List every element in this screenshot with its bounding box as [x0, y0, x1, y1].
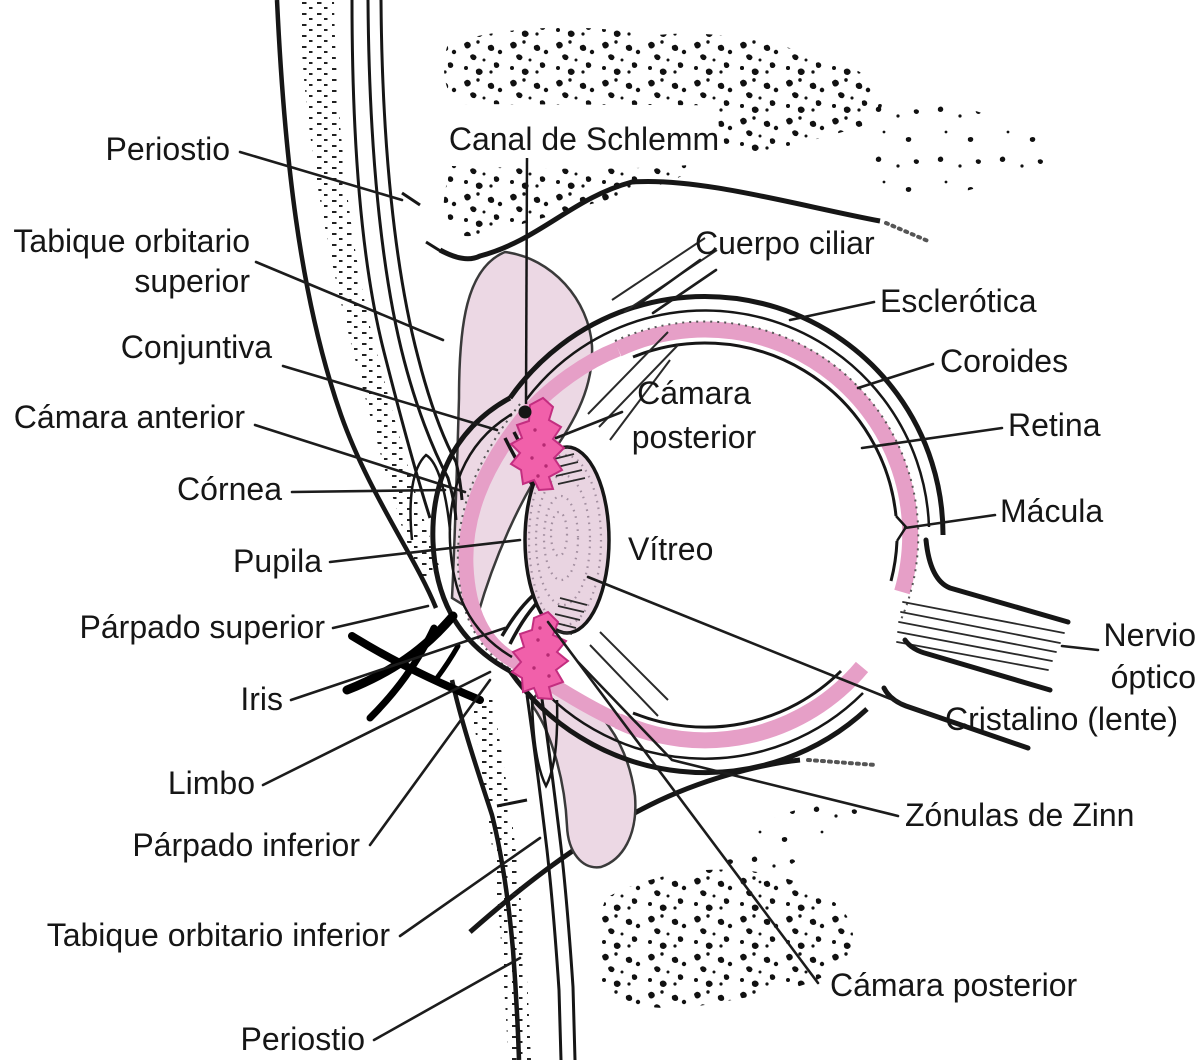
eyelashes: [342, 611, 484, 722]
label-parpado-inferior: Párpado inferior: [132, 827, 360, 863]
sclera-outer: [507, 293, 946, 536]
label-camara-anterior: Cámara anterior: [14, 399, 246, 435]
label-macula: Mácula: [1000, 493, 1103, 529]
choroid-band: [614, 321, 919, 595]
lower-eyelid: [449, 679, 637, 1060]
label-camara-posterior-central: Cámara: [637, 375, 751, 411]
ciliary-body-upper: [509, 396, 566, 492]
upper-orbicularis-stipple: [300, 0, 441, 580]
canal-schlemm-dot: [518, 405, 532, 419]
zonule-fibers-lower: [549, 597, 588, 635]
canal-schlemm-pointer-line: [524, 157, 529, 405]
label-cuerpo-ciliar: Cuerpo ciliar: [695, 225, 875, 261]
leader-lines: [238, 150, 1100, 1042]
label-tabique-orbitario-inferior: Tabique orbitario inferior: [47, 917, 391, 953]
orbital-bone-stipple-lower: [594, 795, 869, 1009]
label-pupila: Pupila: [233, 543, 322, 579]
label-parpado-superior: Párpado superior: [80, 609, 326, 645]
label-camara-posterior-inferior: Cámara posterior: [830, 967, 1078, 1003]
label-vitreo: Vítreo: [628, 531, 713, 567]
cornea-inner: [448, 412, 513, 659]
label-nervio-optico: Nervio: [1104, 617, 1196, 653]
label-tabique-orbitario-superior-2: superior: [134, 263, 250, 299]
lower-orbicularis-stipple: [470, 698, 531, 1060]
label-cornea: Córnea: [177, 471, 282, 507]
label-camara-posterior-central-2: posterior: [632, 419, 757, 455]
label-esclerotica: Esclerótica: [880, 283, 1037, 319]
label-coroides: Coroides: [940, 343, 1068, 379]
anterior-segment: [430, 157, 611, 701]
label-limbo: Limbo: [168, 765, 255, 801]
label-tabique-orbitario-superior: Tabique orbitario: [13, 223, 250, 259]
label-periostio-inferior: Periostio: [241, 1021, 366, 1057]
label-retina: Retina: [1008, 407, 1101, 443]
label-conjuntiva: Conjuntiva: [121, 329, 272, 365]
retina-line: [632, 341, 898, 517]
label-nervio-optico-2: óptico: [1111, 659, 1196, 695]
label-zonulas-de-zinn: Zónulas de Zinn: [905, 797, 1134, 833]
cornea-outer: [430, 395, 512, 674]
ciliary-muscle-striations: [587, 331, 679, 441]
sclera-inner: [525, 309, 931, 528]
label-iris: Iris: [240, 681, 283, 717]
lower-tarsal-plate: [531, 687, 637, 869]
labels: Periostio Tabique orbitario superior Con…: [13, 117, 1196, 1058]
label-periostio-superior: Periostio: [106, 131, 231, 167]
label-cristalino: Cristalino (lente): [945, 701, 1178, 737]
label-canal-de-schlemm: Canal de Schlemm: [449, 121, 719, 157]
